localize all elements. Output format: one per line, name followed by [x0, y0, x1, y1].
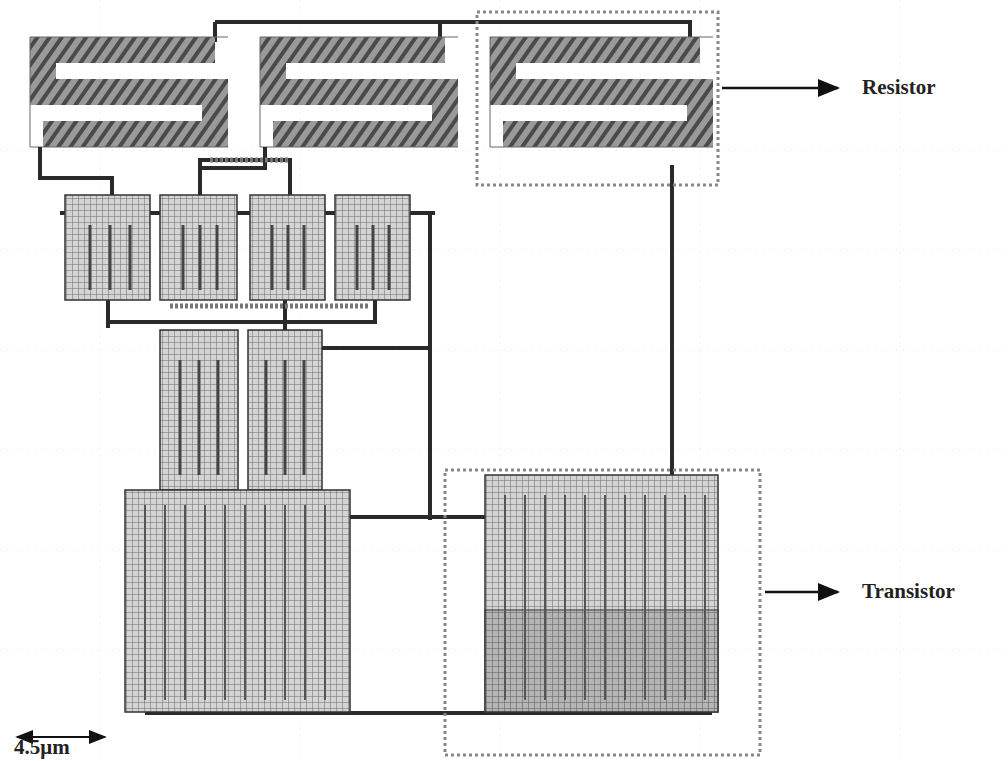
transistor-symbol [125, 475, 718, 712]
part-label: Resistor [862, 76, 935, 99]
scale-label: 4.5μm [14, 736, 70, 759]
resistor-outline [30, 37, 713, 147]
highlight-box [445, 12, 760, 755]
poly-wire [170, 304, 370, 309]
part-label: Transistor [862, 580, 955, 603]
resistor-symbol [43, 50, 700, 134]
poly-wire [210, 158, 290, 163]
gate-finger [145, 495, 705, 700]
gate-finger [90, 225, 389, 475]
leader-arrow [722, 88, 838, 592]
transistor-symbol [65, 195, 410, 490]
